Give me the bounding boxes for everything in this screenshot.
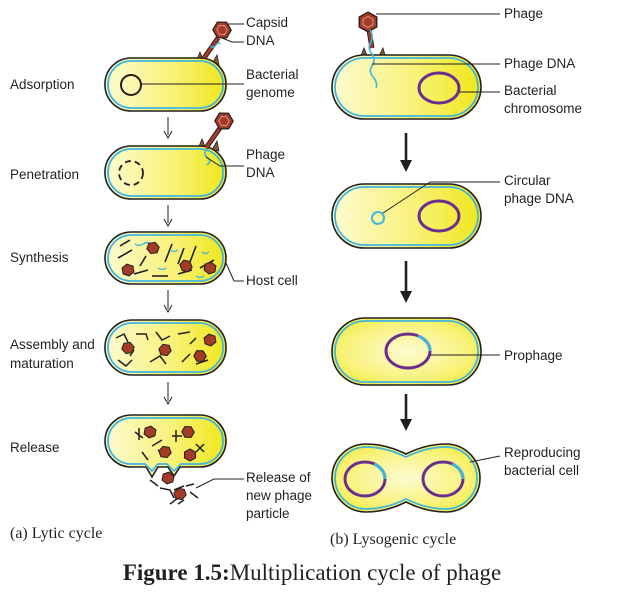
lytic-cycle: Adsorption Penetration Synthesis Assembl… xyxy=(10,15,312,542)
phage-icon xyxy=(201,17,235,60)
phage-dna-label-2: DNA xyxy=(246,165,275,180)
lysogenic-reproducing-cell xyxy=(331,443,481,513)
phage-label: Phage xyxy=(504,6,543,21)
lysogenic-circular-cell xyxy=(331,183,482,249)
phage-icon xyxy=(358,11,378,49)
stage-synthesis-label: Synthesis xyxy=(10,250,69,265)
bacterial-genome-icon xyxy=(120,74,142,96)
lysogenic-cycle: Phage Phage DNA Bacterial chromosome Cir… xyxy=(330,6,582,548)
lytic-arrows xyxy=(163,117,173,406)
stage-release-label: Release xyxy=(10,440,60,455)
assembly-cell xyxy=(104,319,227,376)
lysogenic-leader-lines xyxy=(372,13,501,463)
broken-genome-icon xyxy=(118,160,144,186)
lysogenic-prophage-cell xyxy=(331,317,482,386)
synthesis-cell xyxy=(104,231,227,285)
bacterial-chromosome-label-2: chromosome xyxy=(504,101,582,116)
released-phage-particles xyxy=(149,470,199,505)
dna-label: DNA xyxy=(246,33,275,48)
phage-dna-strand xyxy=(368,29,378,89)
lysogenic-arrows xyxy=(400,133,412,431)
figure-title: Multiplication cycle of phage xyxy=(230,560,501,585)
reproducing-cell-label-1: Reproducing xyxy=(504,445,581,460)
reproducing-cell-label-2: bacterial cell xyxy=(504,463,579,478)
lysogenic-phage-dna-label: Phage DNA xyxy=(504,56,575,71)
release-label-3: particle xyxy=(246,506,290,521)
phage-dna-label-1: Phage xyxy=(246,147,285,162)
stage-assembly-label: Assembly and xyxy=(10,337,95,352)
phage-icon xyxy=(203,108,237,150)
lysogenic-caption: (b) Lysogenic cycle xyxy=(330,531,456,548)
bacterial-chromosome-icon xyxy=(417,199,461,233)
release-cell xyxy=(104,414,227,505)
adsorption-cell xyxy=(104,17,235,112)
circular-phage-dna-label-1: Circular xyxy=(504,173,551,188)
capsid-label: Capsid xyxy=(246,15,288,30)
circular-phage-dna-label-2: phage DNA xyxy=(504,191,574,206)
lytic-leader-lines xyxy=(141,23,244,489)
lysogenic-attach-cell xyxy=(331,11,482,120)
host-cell-label: Host cell xyxy=(246,273,298,288)
bacterial-chromosome-icon xyxy=(417,71,461,105)
bacterial-genome-label-2: genome xyxy=(246,85,295,100)
prophage-label: Prophage xyxy=(504,348,563,363)
stage-maturation-label: maturation xyxy=(10,356,74,371)
bacterial-genome-label-1: Bacterial xyxy=(246,67,299,82)
circular-phage-dna-icon xyxy=(371,211,385,225)
bacterial-chromosome-label-1: Bacterial xyxy=(504,83,557,98)
penetration-cell xyxy=(104,108,237,200)
release-label-1: Release of xyxy=(246,470,311,485)
lytic-caption: (a) Lytic cycle xyxy=(10,525,102,542)
release-label-2: new phage xyxy=(246,488,312,503)
stage-penetration-label: Penetration xyxy=(10,167,79,182)
figure-caption: Figure 1.5:Multiplication cycle of phage xyxy=(123,560,501,585)
figure-number: Figure 1.5: xyxy=(123,560,230,585)
stage-adsorption-label: Adsorption xyxy=(10,77,75,92)
